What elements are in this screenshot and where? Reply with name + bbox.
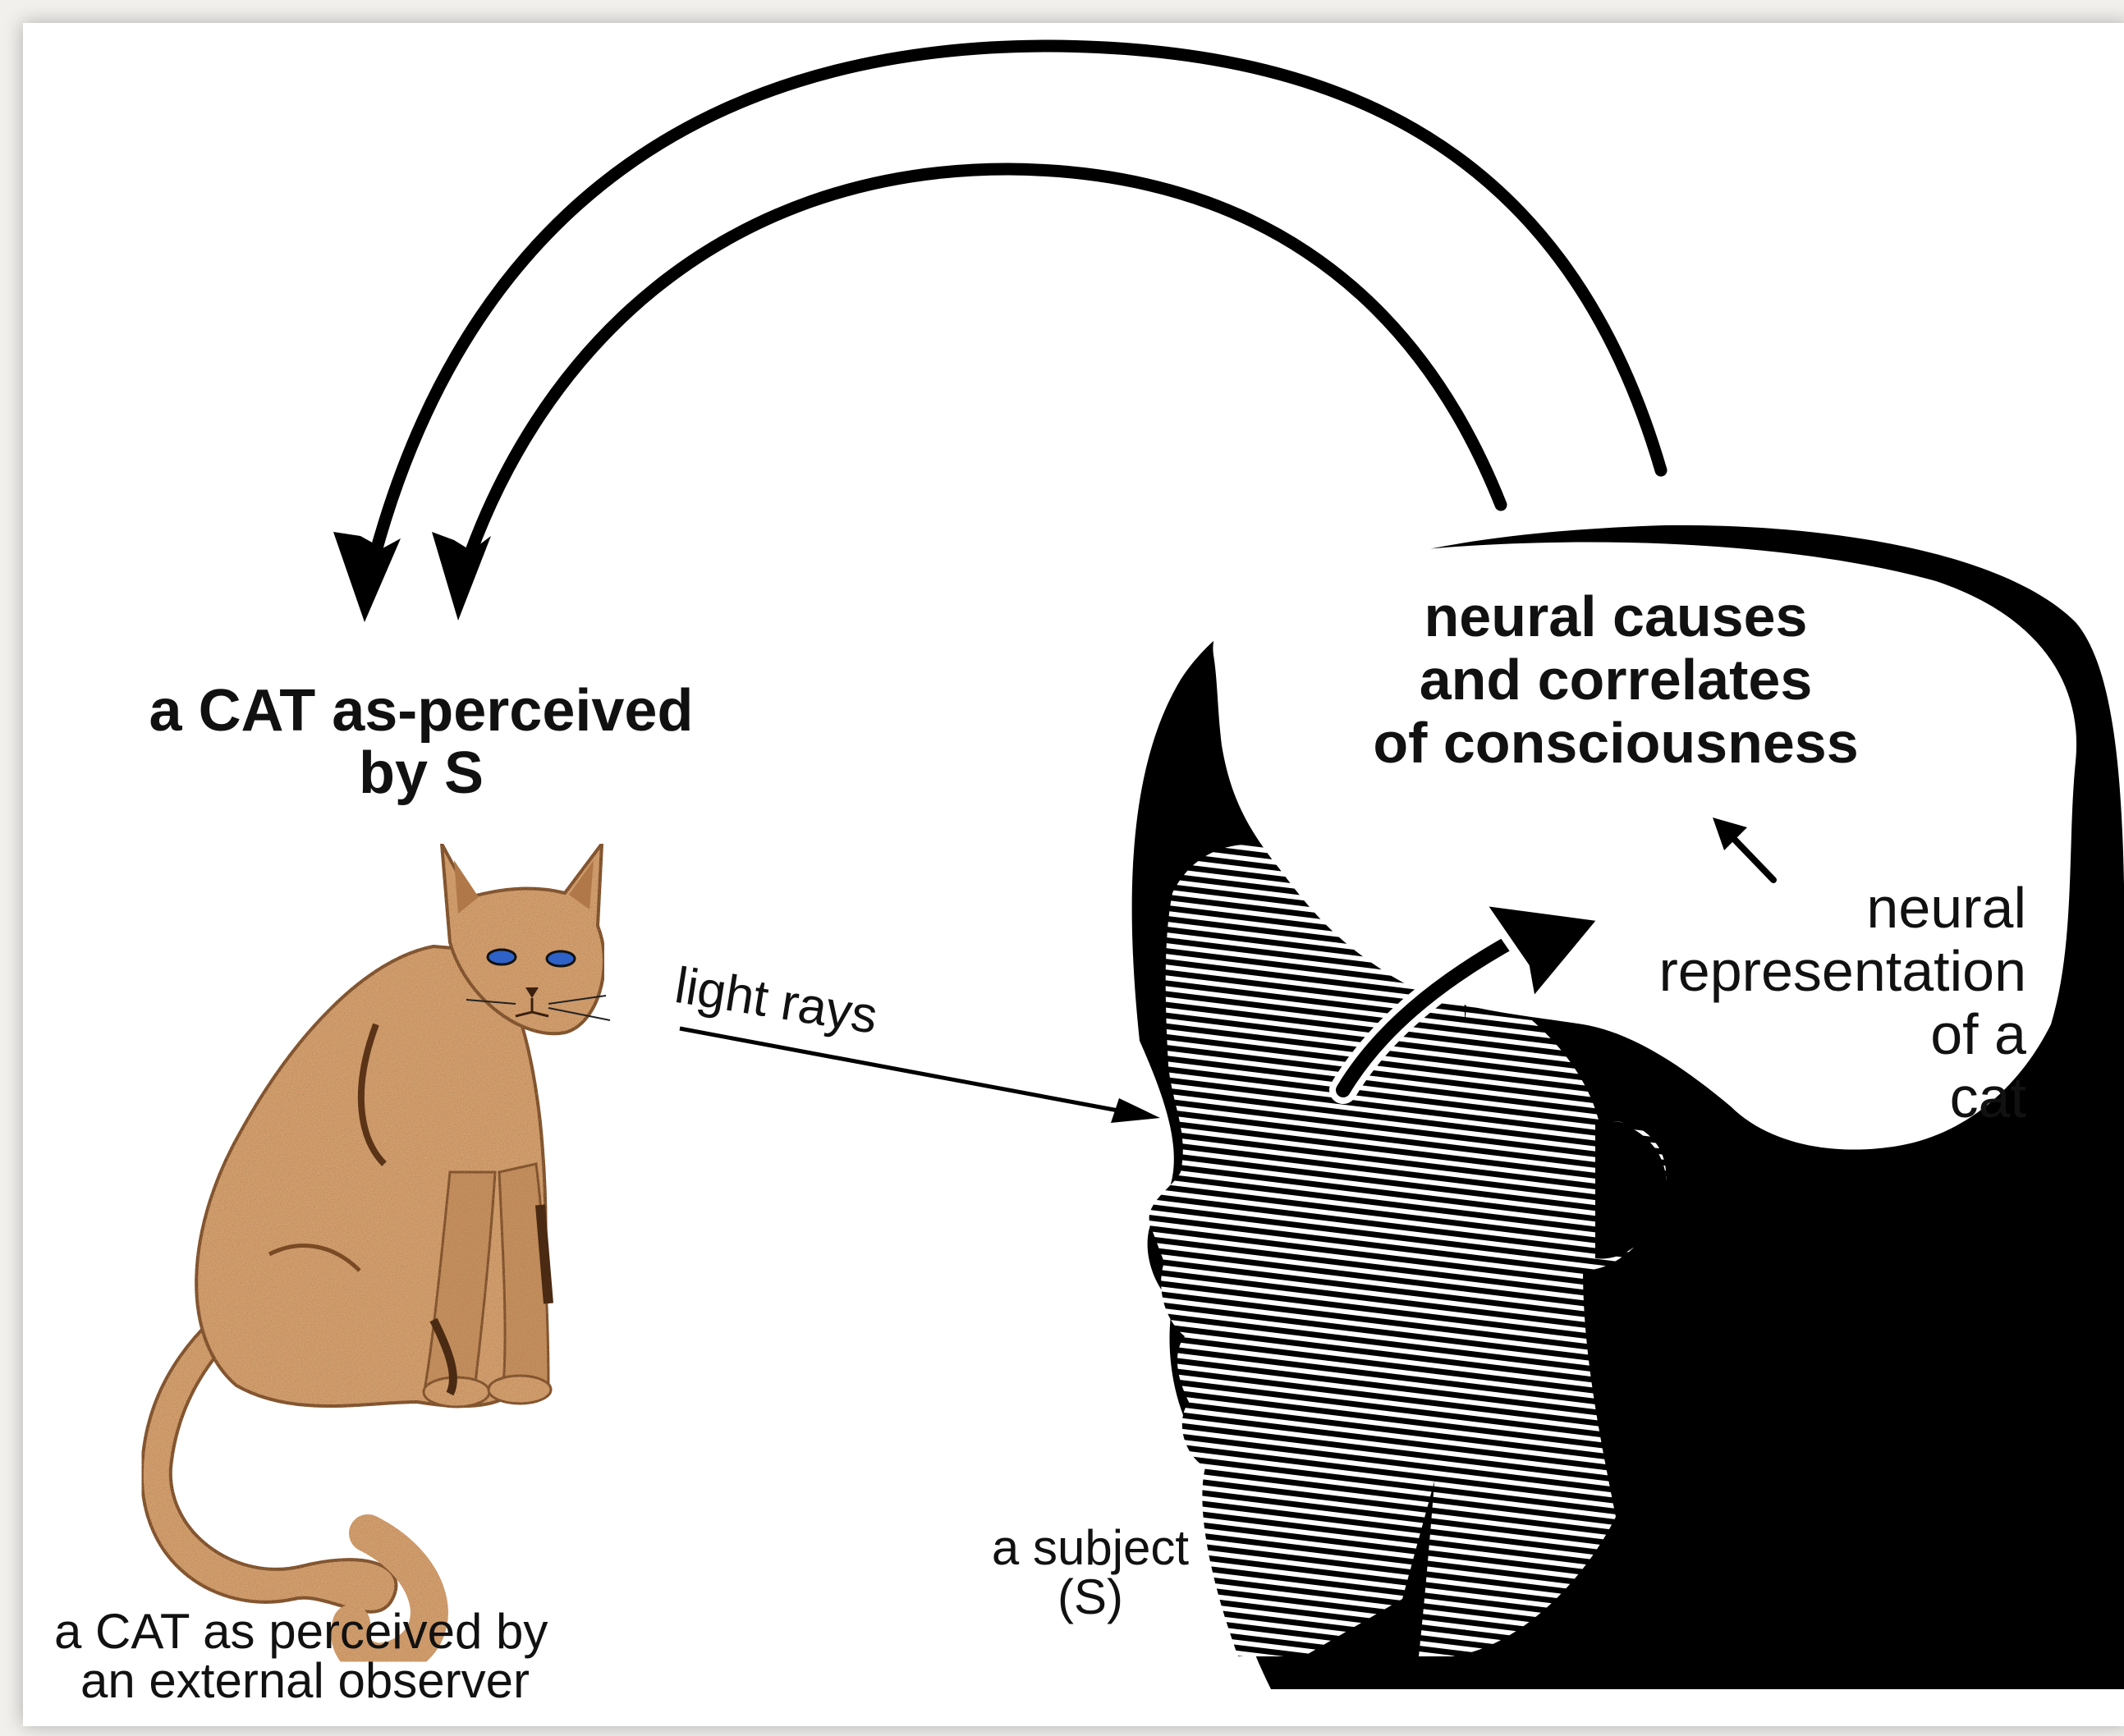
cat-left-eye xyxy=(488,950,516,964)
light-rays-arrow xyxy=(680,1028,1131,1113)
label-line: of consciousness xyxy=(1304,712,1928,775)
label-line: a subject xyxy=(951,1523,1230,1573)
label-line: neural causes xyxy=(1304,585,1928,648)
label-line: and correlates xyxy=(1304,648,1928,712)
label-line: of a xyxy=(1550,1003,2026,1066)
label-neural-representation: neural representation of a cat xyxy=(1550,877,2026,1129)
outer-feedback-arc xyxy=(366,46,1661,589)
label-line: by S xyxy=(93,742,750,804)
cat-illustration xyxy=(142,844,610,1661)
label-cat-external-observer: a CAT as perceived by an external observ… xyxy=(54,1607,548,1706)
label-cat-as-perceived-by-s: a CAT as-perceived by S xyxy=(93,680,750,805)
label-line: a CAT as perceived by xyxy=(54,1607,548,1656)
label-subject: a subject (S) xyxy=(951,1523,1230,1622)
diagram-frame: a CAT as-perceived by S a CAT as perceiv… xyxy=(23,23,2124,1726)
label-line: neural xyxy=(1550,877,2026,940)
label-line: a CAT as-perceived xyxy=(93,680,750,742)
inner-arrowhead xyxy=(432,532,491,621)
label-line: an external observer xyxy=(54,1656,548,1706)
cat-right-eye xyxy=(547,951,575,966)
inner-feedback-arc xyxy=(458,169,1501,589)
label-line: representation xyxy=(1550,940,2026,1003)
label-neural-causes: neural causes and correlates of consciou… xyxy=(1304,585,1928,775)
label-line: cat xyxy=(1550,1066,2026,1129)
outer-arrowhead xyxy=(333,532,401,622)
label-line: (S) xyxy=(951,1573,1230,1622)
perception-diagram xyxy=(23,23,2124,1726)
